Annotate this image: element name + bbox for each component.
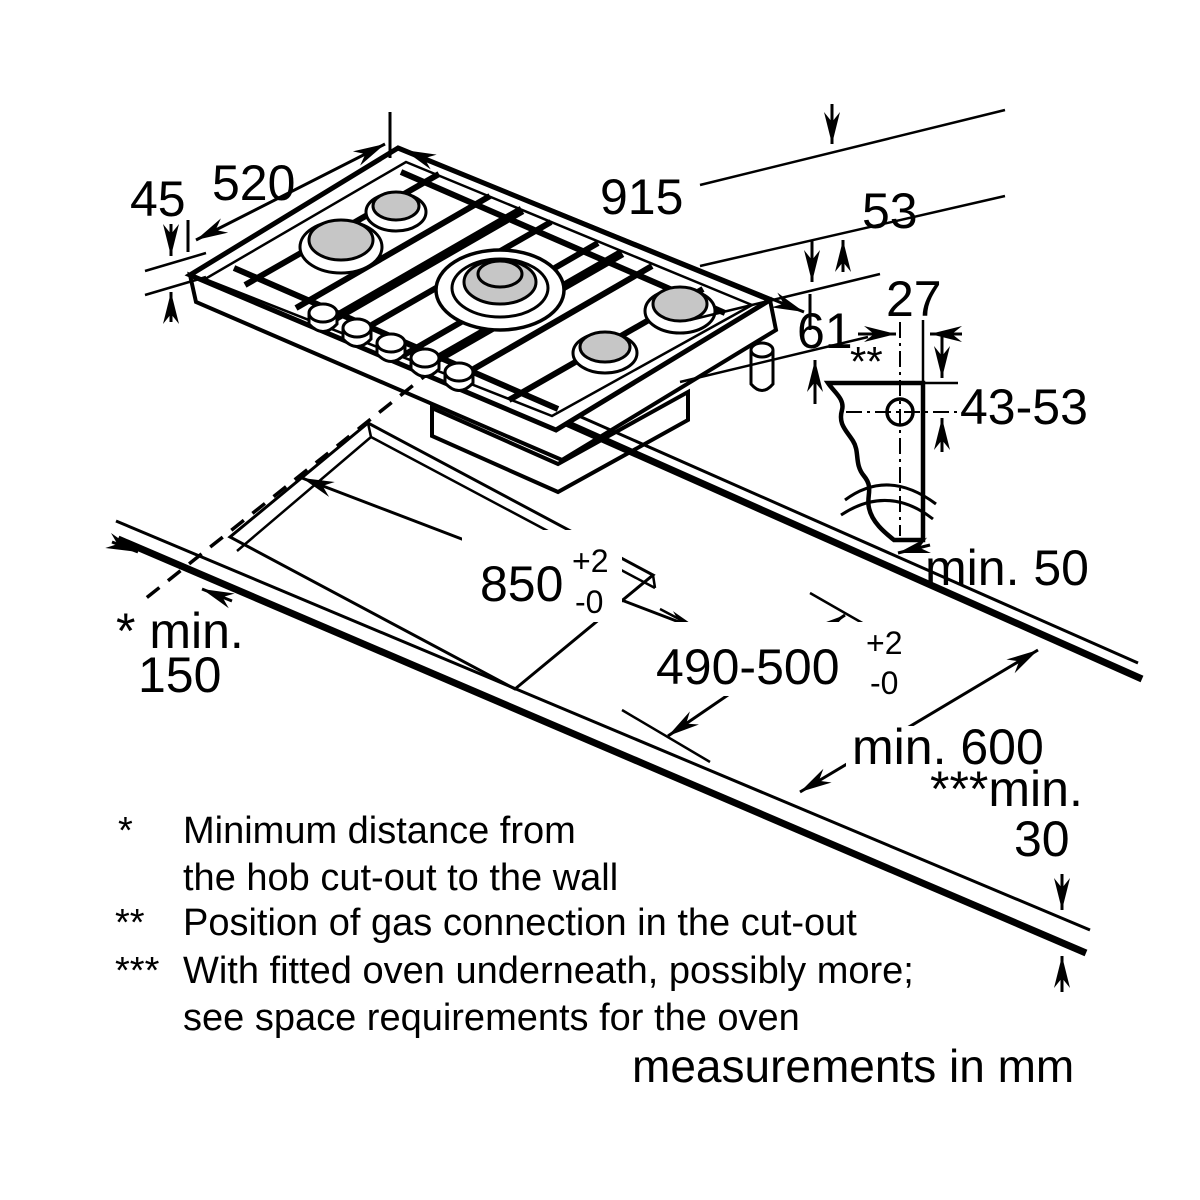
burner-back-left	[364, 190, 428, 233]
worktop-depth-label: min. 600	[852, 719, 1044, 775]
burner-back-right	[643, 285, 717, 335]
dimension-hob-depth: 520	[186, 112, 392, 252]
cutout-depth-tol-plus: +2	[866, 625, 902, 661]
rear-clearance-label: min. 50	[925, 540, 1089, 596]
hob-depth-label: 520	[212, 155, 295, 211]
gas-marker-label: **	[850, 338, 883, 385]
dimension-body-height: 61	[679, 240, 881, 404]
burner-front-right	[571, 330, 639, 375]
gas-connection-detail	[823, 322, 960, 543]
dimension-gas-height: 43-53	[925, 336, 1088, 452]
burner-center-wok	[434, 248, 566, 332]
gas-height-label: 43-53	[960, 379, 1088, 435]
dimension-gas-offset: 27 **	[850, 271, 962, 385]
footnote-2-line-1: Position of gas connection in the cut-ou…	[183, 902, 857, 944]
under-clearance-label: ***min.	[930, 761, 1083, 817]
dimension-rear-clearance: min. 50	[897, 537, 1089, 596]
hob-width-label: 915	[600, 169, 683, 225]
projection-dashed-line	[138, 350, 457, 605]
footnotes: * Minimum distance from the hob cut-out …	[115, 810, 914, 1039]
cutout-depth-label: 490-500	[656, 639, 840, 695]
worktop-front-edge	[115, 519, 1091, 957]
footnote-1-line-2: the hob cut-out to the wall	[183, 857, 618, 899]
footnote-1-line-1: Minimum distance from	[183, 810, 576, 852]
dimension-hob-height: 45	[130, 171, 207, 324]
gas-pipe	[749, 341, 775, 392]
dimension-under-clearance: ***min. 30	[930, 761, 1083, 992]
body-height-label: 61	[797, 303, 853, 359]
dimension-rim-height: 53	[699, 104, 1006, 272]
dimension-side-clearance: * min. 150	[105, 533, 244, 703]
footnote-2-marker: **	[115, 902, 145, 944]
footnote-3-line-2: see space requirements for the oven	[183, 997, 800, 1039]
burner-front-left	[298, 218, 384, 275]
footnote-3-line-1: With fitted oven underneath, possibly mo…	[183, 950, 914, 992]
footnote-3-marker: ***	[115, 950, 160, 992]
gas-offset-label: 27	[886, 271, 942, 327]
dimension-hob-width: 915	[403, 148, 812, 330]
side-clearance-label: * min.	[116, 603, 244, 659]
cutout-depth-tol-minus: -0	[870, 665, 898, 701]
rim-height-label: 53	[862, 183, 918, 239]
cutout-width-tol-plus: +2	[572, 543, 608, 579]
units-note: measurements in mm	[632, 1040, 1074, 1092]
dimension-worktop-depth: min. 600	[799, 648, 1088, 794]
dimension-cutout-width: 850 +2 -0	[301, 476, 796, 682]
hob-height-label: 45	[130, 171, 186, 227]
footnote-1-marker: *	[118, 810, 133, 852]
cutout-width-label: 850	[480, 556, 563, 612]
under-clearance-value: 30	[1014, 811, 1070, 867]
cutout-width-tol-minus: -0	[575, 584, 603, 620]
side-clearance-value: 150	[138, 647, 221, 703]
